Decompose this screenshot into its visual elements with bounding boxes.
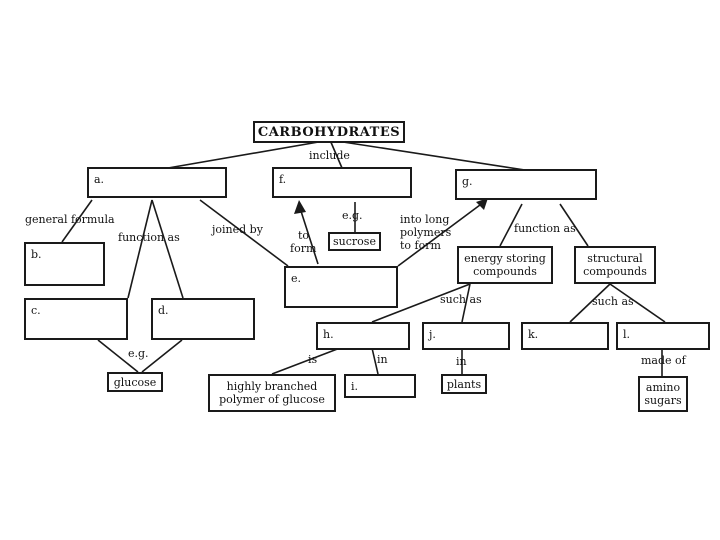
title-box: CARBOHYDRATES xyxy=(253,121,405,143)
energy-storing-line-1: energy storing xyxy=(464,252,546,265)
label-made-of: made of xyxy=(641,354,686,367)
blank-c[interactable]: c. xyxy=(24,298,128,340)
highly-branched-line-1: highly branched xyxy=(226,380,318,393)
plants-box: plants xyxy=(441,374,487,394)
label-general-formula: general formula xyxy=(25,213,115,226)
blank-b[interactable]: b. xyxy=(24,242,105,286)
label-in-i: in xyxy=(377,353,388,366)
energy-storing-box: energy storing compounds xyxy=(457,246,553,284)
structural-line-1: structural xyxy=(587,252,643,265)
label-function-as-right: function as xyxy=(514,222,576,235)
blank-j[interactable]: j. xyxy=(422,322,510,350)
label-eg-sucrose: e.g. xyxy=(342,209,363,222)
energy-storing-line-2: compounds xyxy=(473,265,537,278)
amino-sugars-box: amino sugars xyxy=(638,376,688,412)
blank-f[interactable]: f. xyxy=(272,167,412,198)
blank-k[interactable]: k. xyxy=(521,322,609,350)
label-in-plants: in xyxy=(456,355,467,368)
label-function-as-left: function as xyxy=(118,231,180,244)
blank-a[interactable]: a. xyxy=(87,167,227,198)
amino-sugars-line-2: sugars xyxy=(644,394,682,407)
blank-h[interactable]: h. xyxy=(316,322,410,350)
sucrose-box: sucrose xyxy=(328,232,381,251)
label-form: form xyxy=(290,242,317,255)
blank-e[interactable]: e. xyxy=(284,266,398,308)
label-eg-glucose: e.g. xyxy=(128,347,149,360)
blank-g[interactable]: g. xyxy=(455,169,597,200)
label-to: to xyxy=(298,229,310,242)
label-such-as-structural: such as xyxy=(592,295,634,308)
label-to-form: to form xyxy=(400,239,441,252)
label-polymers: polymers xyxy=(400,226,452,239)
structural-line-2: compounds xyxy=(583,265,647,278)
glucose-box: glucose xyxy=(107,372,163,392)
blank-d[interactable]: d. xyxy=(151,298,255,340)
blank-l[interactable]: l. xyxy=(616,322,710,350)
label-such-as-energy: such as xyxy=(440,293,482,306)
blank-i[interactable]: i. xyxy=(344,374,416,398)
highly-branched-line-2: polymer of glucose xyxy=(219,393,325,406)
label-into-long: into long xyxy=(400,213,450,226)
label-include: include xyxy=(309,149,350,162)
label-joined-by: joined by xyxy=(212,223,263,236)
highly-branched-box: highly branched polymer of glucose xyxy=(208,374,336,412)
structural-box: structural compounds xyxy=(574,246,656,284)
amino-sugars-line-1: amino xyxy=(645,381,681,394)
label-is: is xyxy=(308,353,318,366)
